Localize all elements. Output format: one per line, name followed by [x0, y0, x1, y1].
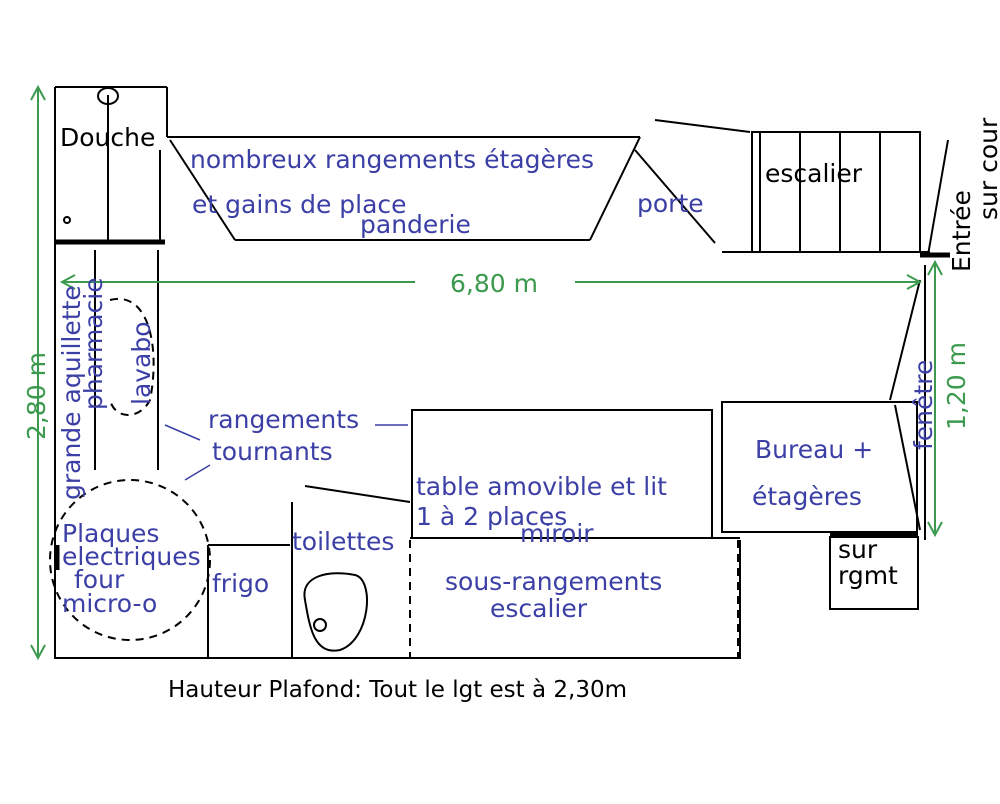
door-label: porte: [637, 189, 704, 218]
toilet-top-line: [304, 485, 411, 503]
large-wardrobe-label: grande aquillette: [57, 285, 86, 500]
oven-label: four: [74, 565, 125, 594]
rotating-storage-arrows: [164, 424, 408, 481]
desk-label-1: Bureau +: [755, 435, 873, 464]
table-label-2: 1 à 2 places: [416, 502, 567, 531]
storage-shelves-label: nombreux rangements étagères: [190, 145, 594, 174]
desk-label-2: étagères: [752, 482, 862, 511]
entry-slant: [927, 139, 949, 256]
left-height-label: 2,80 m: [22, 352, 51, 440]
desk: [721, 401, 918, 533]
storage-label: rangements: [208, 405, 359, 434]
table-label-1: table amovible et lit: [416, 472, 667, 501]
height-arrow-bottom: [30, 644, 46, 661]
storage-left-slant: [169, 139, 236, 241]
storage-right-slant: [589, 136, 641, 241]
width-arrow-left: [59, 274, 76, 290]
door-swing: [634, 149, 716, 244]
toilet-drain: [313, 618, 327, 632]
shower-label: Douche: [60, 123, 155, 152]
arrow-left: [164, 424, 201, 441]
microwave-label: micro-o: [62, 589, 157, 618]
toilet-bowl: [303, 572, 368, 652]
width-label: 6,80 m: [450, 269, 538, 298]
fridge-label: frigo: [212, 569, 269, 598]
electric-label: electriques: [62, 542, 201, 571]
courtyard-label: sur cour: [974, 117, 1000, 220]
under-stairs-label: escalier: [490, 594, 588, 623]
width-arrow-right: [906, 274, 923, 290]
rotating-label: tournants: [212, 437, 333, 466]
window-label: fenêtre: [909, 360, 938, 450]
dimensions: [30, 84, 943, 661]
mirror-label: miroir: [520, 519, 594, 548]
right-height-label: 1,20 m: [942, 342, 971, 430]
space-saving-label: et gains de place: [192, 190, 407, 219]
shower-drain: [63, 216, 71, 224]
height-right-arrow-bottom: [927, 521, 943, 538]
lavabo-shape: [109, 297, 155, 416]
window-lower: [894, 404, 921, 531]
storage-box: [829, 536, 919, 610]
toilets-label: toilettes: [292, 527, 394, 556]
wardrobe-label: panderie: [360, 210, 471, 239]
hob-label: Plaques: [62, 519, 159, 548]
washbasin-label: lavabo: [127, 321, 156, 405]
pharmacy-label: pharmacie: [79, 277, 108, 410]
door-leaf-top: [654, 119, 751, 133]
arrow-down: [184, 464, 211, 481]
extra-storage-label-1: sur: [838, 535, 878, 564]
under-storage-label: sous-rangements: [445, 567, 662, 596]
window-slant: [889, 279, 921, 401]
entrance-label: Entrée: [947, 190, 976, 272]
height-right-arrow-top: [927, 259, 943, 276]
height-arrow-top: [30, 84, 46, 101]
cooking-area: [49, 479, 211, 641]
shower-head: [97, 87, 119, 105]
extra-storage-label-2: rgmt: [838, 561, 898, 590]
stairs-box: [751, 131, 921, 253]
outer-wall: [54, 87, 741, 659]
table-bed: [411, 409, 713, 539]
walls: [49, 86, 950, 659]
stairs-label: escalier: [765, 159, 863, 188]
ceiling-height-caption: Hauteur Plafond: Tout le lgt est à 2,30m: [168, 677, 627, 703]
